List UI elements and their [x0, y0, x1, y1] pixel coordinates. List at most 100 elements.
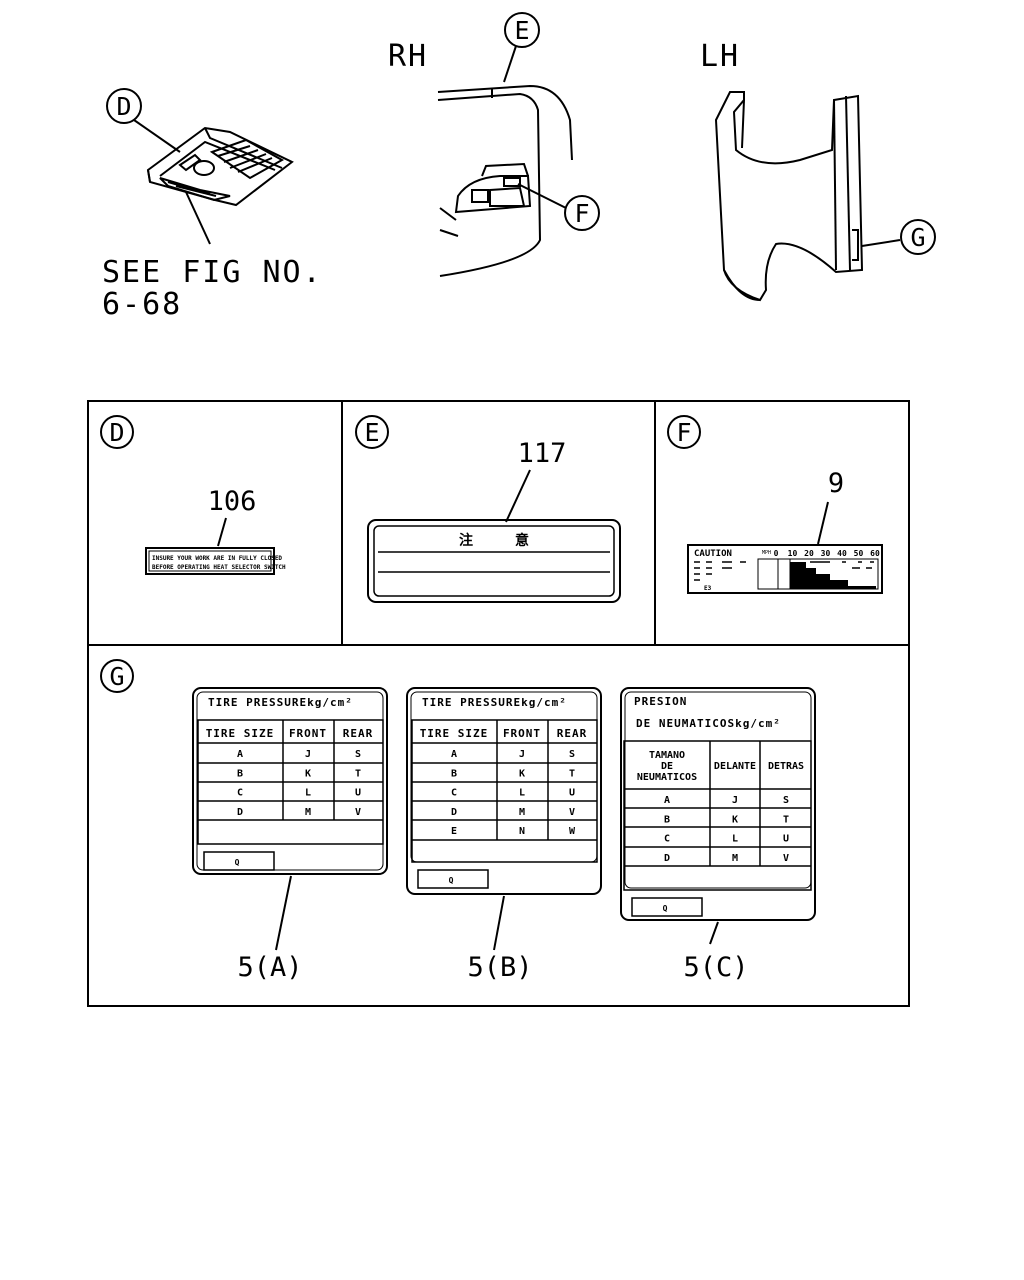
- tire-c-header-rear: DETRAS: [768, 761, 804, 772]
- tire-a-code: Q: [235, 858, 240, 867]
- tire-b-title: TIRE PRESSUREkg/cm²: [422, 696, 567, 709]
- panel-e: E 117 注 意: [355, 415, 621, 603]
- panel-d: D 106 INSURE YOUR WORK ARE IN FULLY CLOS…: [100, 415, 286, 575]
- callout-g-letter: G: [910, 223, 925, 252]
- leader-117: [505, 469, 531, 523]
- tire-c-title2: DE NEUMATICOSkg/cm²: [636, 717, 781, 730]
- tire-c-cell: M: [732, 853, 738, 864]
- part-number-5c: 5(C): [683, 952, 748, 983]
- tire-a-cell: V: [355, 807, 361, 818]
- rh-label: RH: [388, 39, 428, 74]
- panel-f-letter: F: [676, 418, 691, 447]
- tire-b-cell: S: [569, 749, 575, 760]
- callout-f: F: [517, 183, 600, 231]
- tire-b-header-front: FRONT: [503, 727, 541, 740]
- callout-g: G: [861, 219, 936, 255]
- decal-9-note: MPH: [762, 550, 771, 556]
- tire-b-cell: T: [569, 768, 575, 779]
- tire-c-cell: C: [664, 834, 670, 845]
- tire-c-cell: T: [783, 814, 789, 825]
- rh-door-illustration: [437, 84, 573, 277]
- tire-a-cell: D: [237, 807, 243, 818]
- tire-c-cell: S: [783, 795, 789, 806]
- tire-decal-c: PRESION DE NEUMATICOSkg/cm² TAMANO DE NE…: [620, 687, 816, 983]
- tire-a-header-size: TIRE SIZE: [206, 727, 275, 740]
- lh-label: LH: [700, 39, 740, 74]
- decal-9-code: E3: [704, 585, 712, 592]
- tire-b-cell: M: [519, 807, 525, 818]
- tire-a-cell: L: [305, 788, 311, 799]
- tire-a-cell: B: [237, 768, 243, 779]
- heater-control-illustration: [146, 126, 294, 245]
- leader-5c: [709, 921, 719, 945]
- tire-b-header-size: TIRE SIZE: [420, 727, 489, 740]
- leader-106: [217, 517, 227, 547]
- tire-b-cell: L: [519, 788, 525, 799]
- part-number-106: 106: [208, 486, 257, 517]
- see-fig-line2: 6-68: [102, 287, 182, 322]
- leader-5b: [493, 895, 505, 951]
- tire-b-code: Q: [449, 876, 454, 885]
- tire-a-title: TIRE PRESSUREkg/cm²: [208, 696, 353, 709]
- decal-9-scale-label: 10: [788, 549, 798, 558]
- tire-c-cell: A: [664, 795, 670, 806]
- tire-c-header-size-3: NEUMATICOS: [637, 772, 697, 783]
- callout-e: E: [503, 12, 540, 83]
- tire-c-title1: PRESION: [634, 695, 687, 708]
- panel-e-letter: E: [364, 418, 379, 447]
- tire-c-cell: V: [783, 853, 789, 864]
- tire-a-cell: J: [305, 749, 311, 760]
- tire-a-cell: M: [305, 807, 311, 818]
- tire-a-cell: U: [355, 788, 361, 799]
- tire-b-cell: C: [451, 788, 457, 799]
- decal-9-scale-label: 40: [837, 549, 847, 558]
- part-number-117: 117: [518, 438, 567, 469]
- tire-c-header-size-2: DE: [661, 761, 673, 772]
- decal-106: [145, 547, 275, 575]
- callout-d: D: [106, 88, 181, 153]
- tire-b-cell: K: [519, 768, 525, 779]
- decal-106-line1: INSURE YOUR WORK ARE IN FULLY CLOSED: [152, 555, 282, 562]
- callout-f-letter: F: [574, 199, 589, 228]
- tire-c-cell: D: [664, 853, 670, 864]
- tire-c-cell: L: [732, 834, 738, 845]
- decal-117-caution: 注 意: [459, 532, 529, 549]
- tire-b-cell: W: [569, 826, 576, 837]
- detail-frame: [87, 400, 910, 1007]
- decal-9-scale-label: 60: [870, 549, 880, 558]
- decal-9-scale-label: 30: [821, 549, 831, 558]
- lh-door-illustration: [714, 91, 864, 302]
- leader-d-see-fig: [185, 191, 211, 245]
- tire-c-cell: B: [664, 814, 670, 825]
- tire-b-cell: U: [569, 788, 575, 799]
- tire-c-cell: J: [732, 795, 738, 806]
- leader-9: [817, 501, 829, 545]
- leader-5a: [275, 875, 292, 951]
- tire-c-header-front: DELANTE: [714, 761, 756, 772]
- tire-b-header-rear: REAR: [557, 727, 588, 740]
- tire-b-cell: D: [451, 807, 457, 818]
- callout-d-letter: D: [116, 92, 131, 121]
- tire-c-cell: U: [783, 834, 789, 845]
- tire-b-cell: N: [519, 826, 525, 837]
- decal-9: [687, 544, 883, 594]
- tire-a-header-rear: REAR: [343, 727, 374, 740]
- decal-106-line2: BEFORE OPERATING HEAT SELECTOR SWITCH: [152, 564, 286, 571]
- decal-117: [367, 519, 621, 603]
- decal-9-caution: CAUTION: [694, 549, 732, 559]
- tire-decal-a: TIRE PRESSUREkg/cm² TIRE SIZE FRONT REAR…: [192, 687, 388, 983]
- decal-9-scale-label: 20: [804, 549, 814, 558]
- tire-a-cell: K: [305, 768, 311, 779]
- decal-9-scale-label: 0: [774, 549, 779, 558]
- tire-b-cell: J: [519, 749, 525, 760]
- panel-d-letter: D: [109, 418, 124, 447]
- tire-a-cell: A: [237, 749, 243, 760]
- panel-g-letter: G: [109, 662, 124, 691]
- tire-c-header-size-1: TAMANO: [649, 750, 685, 761]
- tire-a-cell: C: [237, 788, 243, 799]
- tire-b-cell: V: [569, 807, 575, 818]
- tire-b-cell: E: [451, 826, 457, 837]
- tire-a-header-front: FRONT: [289, 727, 327, 740]
